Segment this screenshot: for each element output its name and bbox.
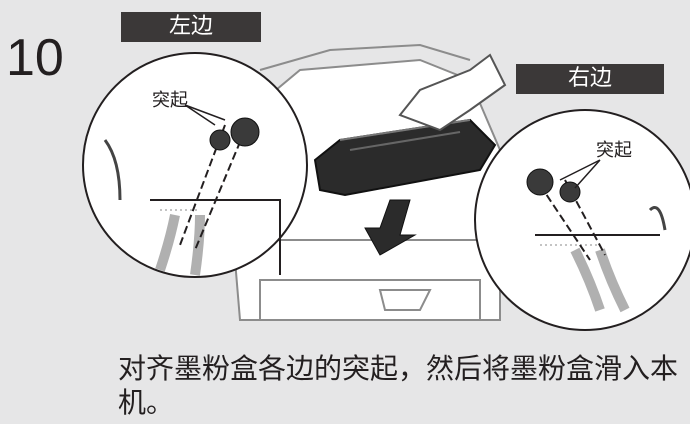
tab-right: 右边 <box>516 64 664 94</box>
callout-protrusion-left: 突起 <box>152 90 188 111</box>
step-number: 10 <box>6 29 64 87</box>
instruction-text: 对齐墨粉盒各边的突起，然后将墨粉盒滑入本机。 <box>118 352 679 419</box>
callout-protrusion-right: 突起 <box>596 140 632 161</box>
insert-arrow <box>364 199 417 256</box>
left-magnifier <box>82 52 308 278</box>
printer-illustration <box>82 43 690 331</box>
right-magnifier <box>474 109 690 331</box>
tab-left: 左边 <box>121 12 261 42</box>
hand <box>398 53 507 132</box>
